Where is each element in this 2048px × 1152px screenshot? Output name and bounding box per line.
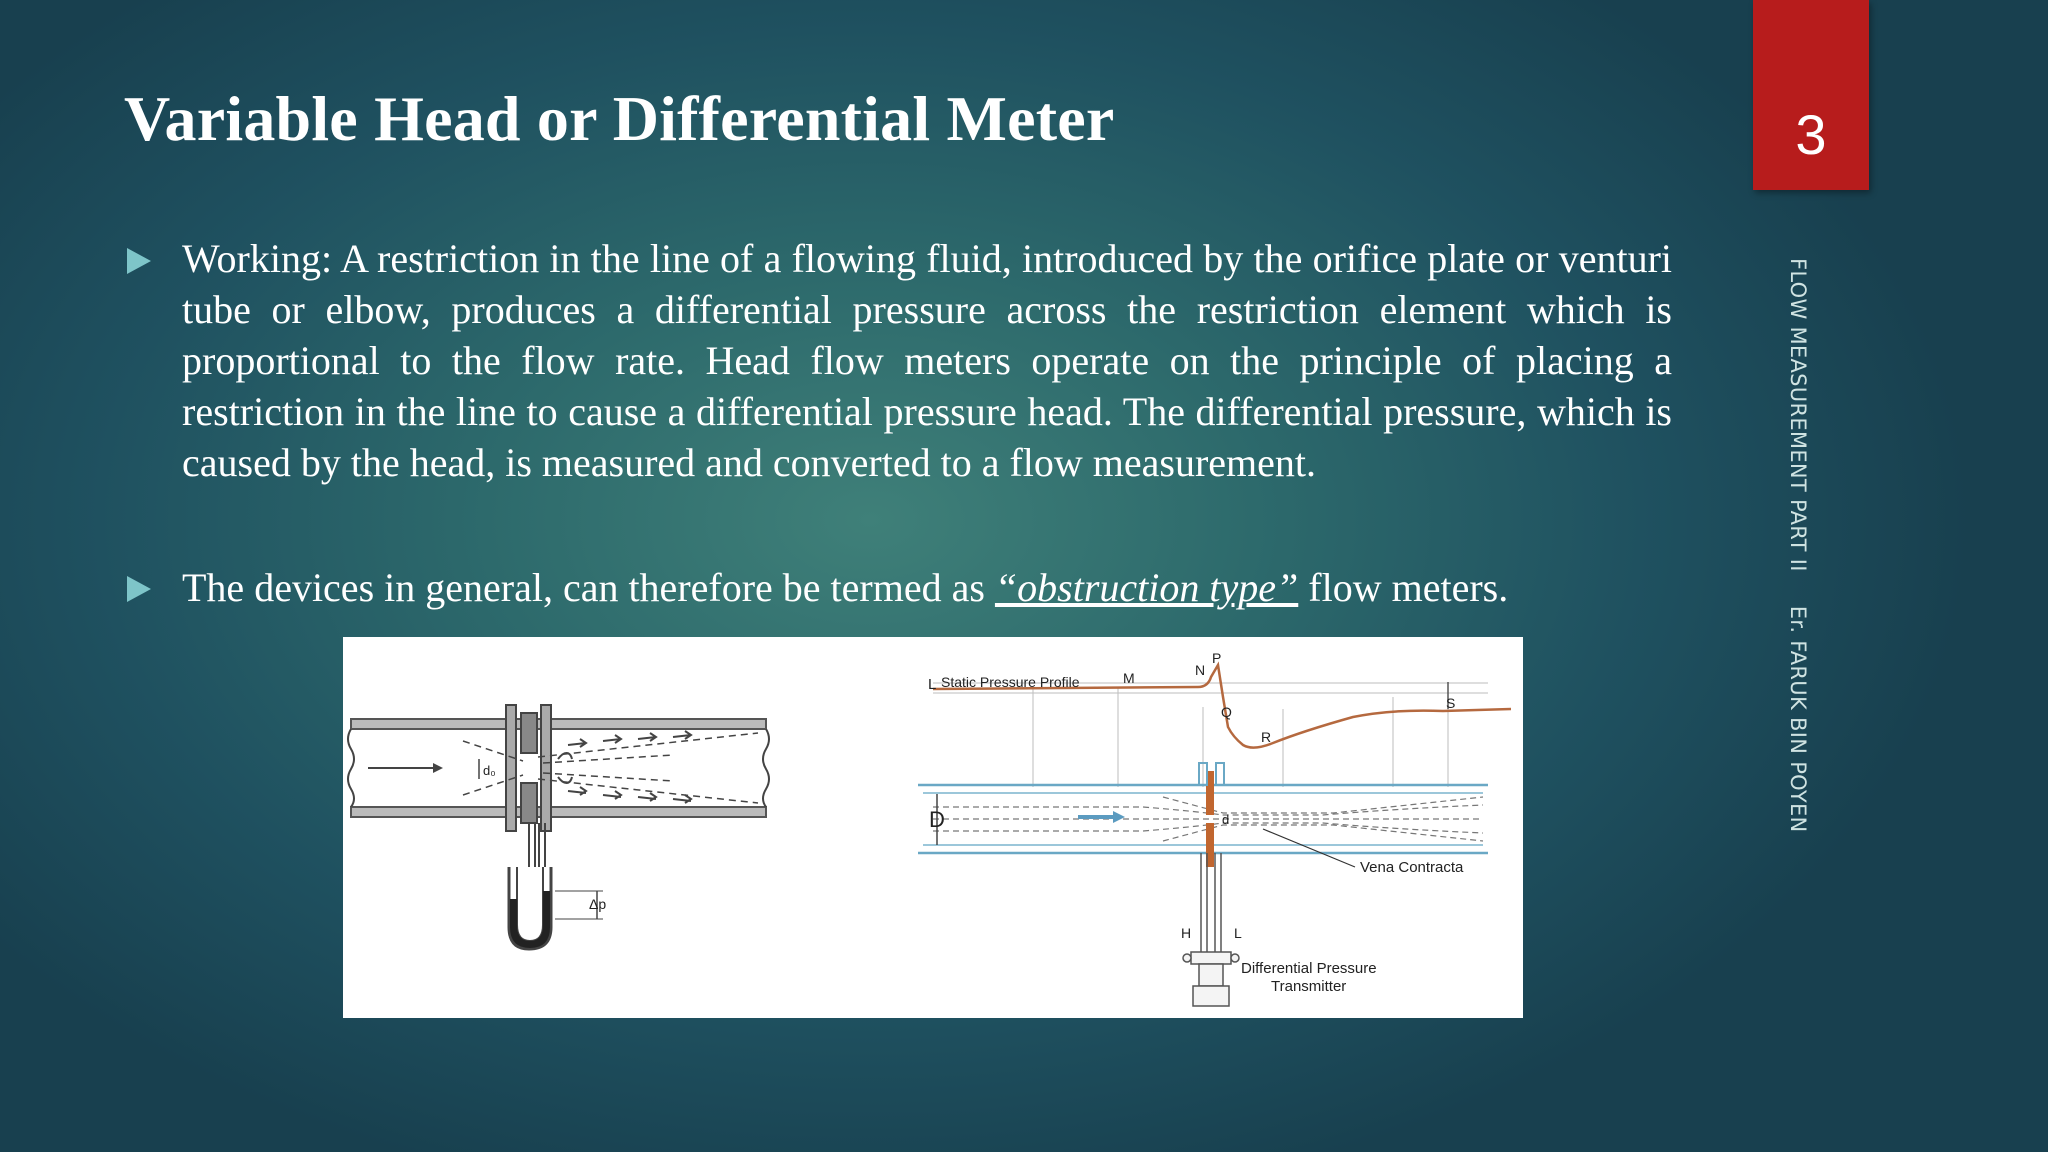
transmitter-label-line2: Transmitter bbox=[1271, 978, 1346, 995]
bullet-arrow-icon bbox=[127, 576, 151, 602]
obstruction-type-emphasis: “obstruction type” bbox=[994, 565, 1299, 610]
label-L-bottom: L bbox=[1234, 925, 1242, 941]
label-P: P bbox=[1212, 650, 1221, 666]
bullet-obstruction-prefix: The devices in general, can therefore be… bbox=[182, 565, 995, 610]
static-pressure-profile-label: Static Pressure Profile bbox=[941, 674, 1080, 690]
page-number: 3 bbox=[1795, 103, 1827, 166]
vena-contracta-label: Vena Contracta bbox=[1360, 859, 1464, 876]
flow-meter-figure: d₀ Δp bbox=[343, 637, 1523, 1018]
label-R: R bbox=[1261, 729, 1271, 745]
pressure-profile-diagram bbox=[918, 661, 1512, 1007]
bullet-obstruction-suffix: flow meters. bbox=[1298, 565, 1509, 610]
label-S: S bbox=[1446, 695, 1455, 711]
d0-label: d₀ bbox=[483, 763, 496, 778]
label-M: M bbox=[1123, 670, 1135, 686]
label-H: H bbox=[1181, 925, 1191, 941]
bullet-arrow-icon bbox=[127, 248, 151, 274]
transmitter-label-line1: Differential Pressure bbox=[1241, 960, 1377, 977]
label-L-top: L bbox=[928, 676, 936, 693]
sidebar-author: Er. FARUK BIN POYEN bbox=[1786, 605, 1810, 833]
bullet-working-text: Working: A restriction in the line of a … bbox=[182, 236, 1672, 485]
slide-title: Variable Head or Differential Meter bbox=[124, 83, 1115, 154]
bullet-obstruction-text: The devices in general, can therefore be… bbox=[182, 562, 1508, 613]
label-N: N bbox=[1195, 662, 1205, 678]
label-d: d bbox=[1222, 812, 1229, 827]
page-number-box: 3 bbox=[1753, 0, 1869, 190]
orifice-meter-diagram bbox=[347, 704, 770, 951]
sidebar-caption: FLOW MEASUREMENT PART II Er. FARUK BIN PO… bbox=[1786, 258, 1810, 833]
delta-p-label: Δp bbox=[589, 896, 606, 912]
label-Q: Q bbox=[1221, 704, 1232, 720]
label-D: D bbox=[929, 807, 945, 832]
profile-labels: L Static Pressure Profile M N P Q R S D … bbox=[928, 650, 1464, 995]
sidebar-course: FLOW MEASUREMENT PART II bbox=[1786, 258, 1810, 572]
